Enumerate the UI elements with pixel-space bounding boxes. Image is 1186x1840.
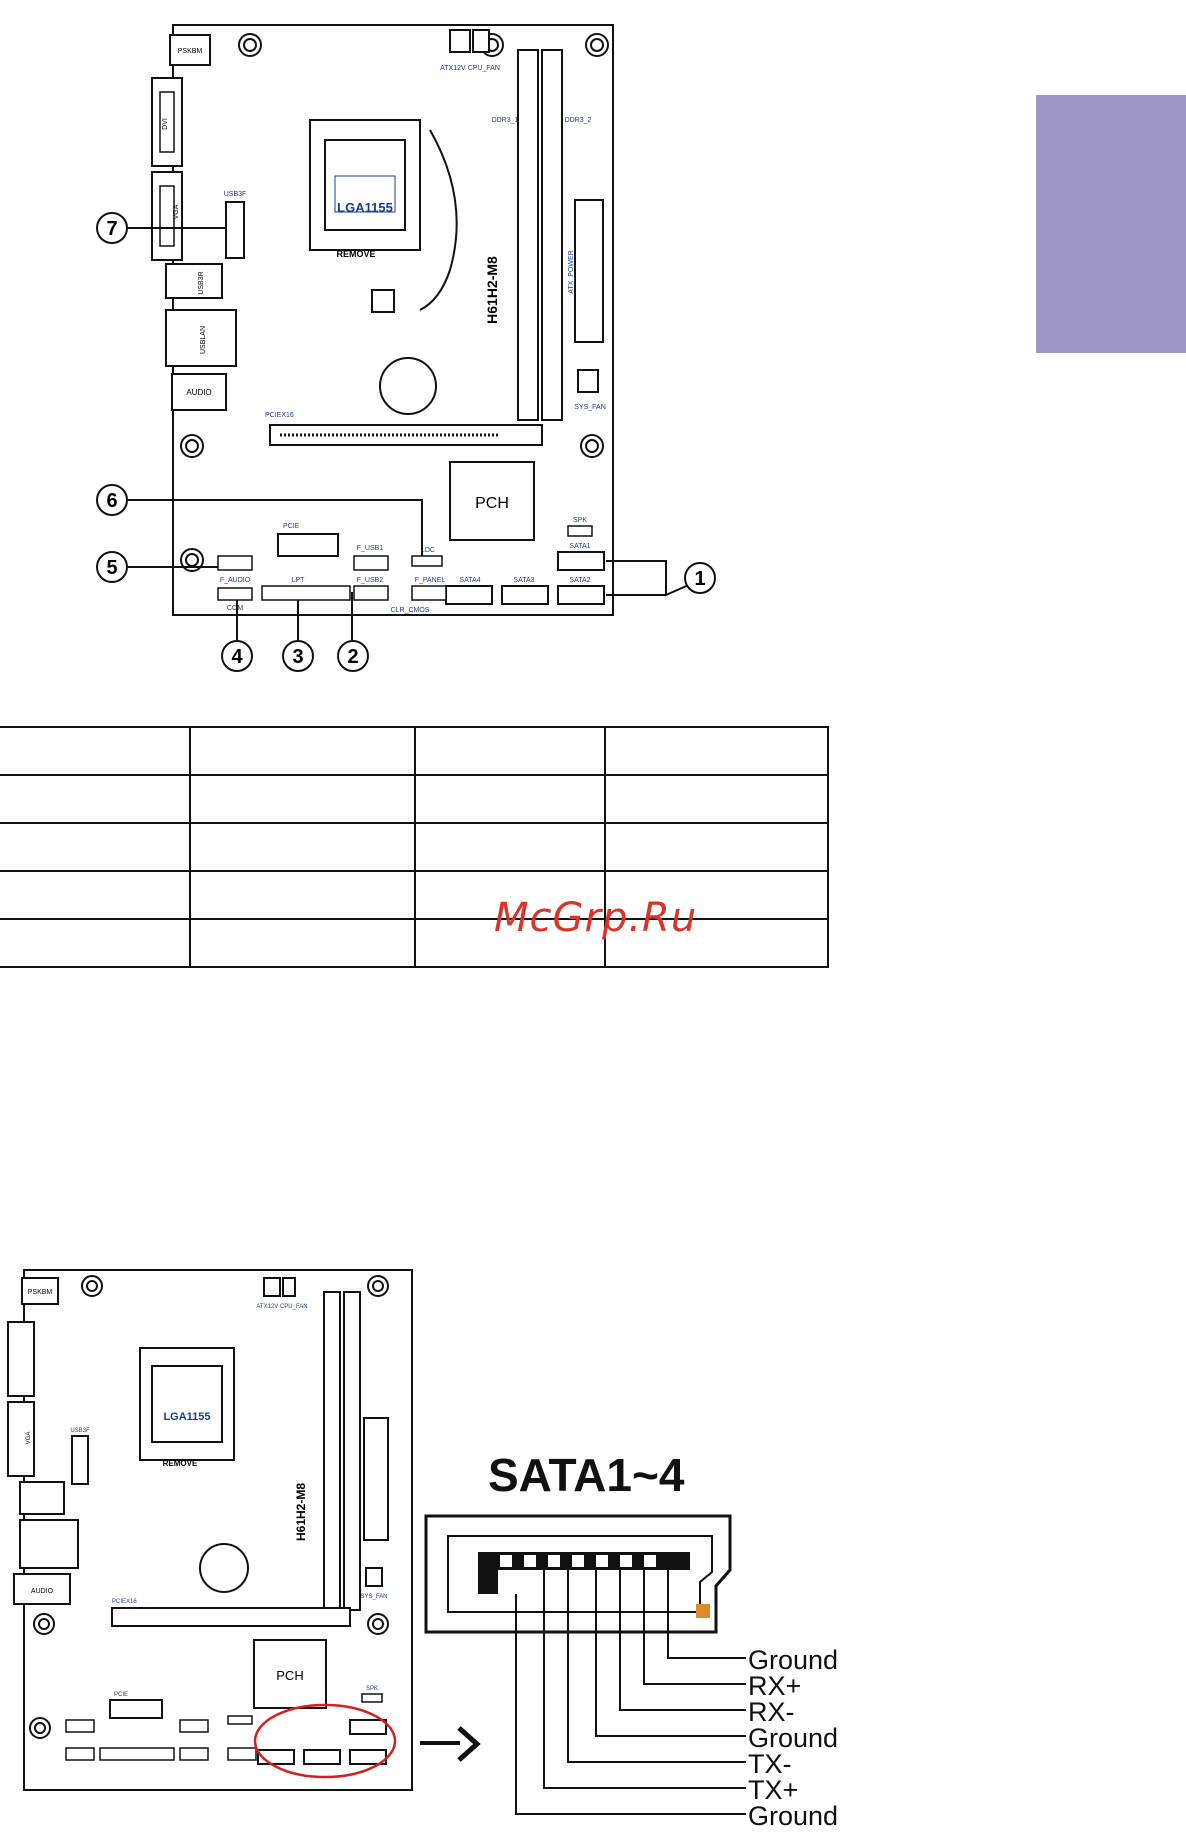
arrow-right-icon <box>457 1726 481 1762</box>
label-ps2: PSKBM <box>178 48 203 55</box>
svg-text:REMOVE: REMOVE <box>163 1459 198 1468</box>
label-atx12v: ATX12V CPU_FAN <box>440 65 500 72</box>
label-ddr3-1: DDR3_1 <box>492 117 519 124</box>
label-model: H61H2-M8 <box>484 256 500 324</box>
svg-text:H61H2-M8: H61H2-M8 <box>294 1483 308 1541</box>
callout-5: 5 <box>106 557 117 579</box>
callout-6: 6 <box>106 490 117 512</box>
label-sata2: SATA2 <box>569 577 590 584</box>
watermark-text: McGrp.Ru <box>494 895 698 941</box>
table-row <box>0 919 829 968</box>
label-socket: LGA1155 <box>337 200 393 215</box>
label-remove: REMOVE <box>336 249 375 259</box>
callout-7: 7 <box>106 218 117 240</box>
svg-text:AUDIO: AUDIO <box>31 1588 54 1595</box>
svg-text:SPK: SPK <box>366 1686 378 1692</box>
label-usb3r: USB3R <box>198 271 205 294</box>
pin-label-7: Ground <box>748 1801 839 1831</box>
sata-pinout-diagram <box>424 1514 746 1815</box>
pin-label-2: RX+ <box>748 1671 802 1701</box>
label-clr-cmos: CLR_CMOS <box>391 607 430 614</box>
label-sata1: SATA1 <box>569 543 590 550</box>
pin-label-1: Ground <box>748 1645 839 1675</box>
label-usblan: USBLAN <box>200 326 207 354</box>
label-spk: SPK <box>573 517 587 524</box>
label-vga: VGA <box>173 204 180 219</box>
svg-text:PCIE: PCIE <box>114 1692 128 1698</box>
table-row <box>0 823 829 872</box>
callout-4: 4 <box>231 646 243 668</box>
pin-label-4: Ground <box>748 1723 839 1753</box>
motherboard-diagram-bottom: PSKBM VGA AUDIO USB3F ATX12V CPU_FAN LGA… <box>7 1269 460 1791</box>
label-f-usb1: F_USB1 <box>357 545 384 552</box>
label-usb3f: USB3F <box>224 191 247 198</box>
table-row <box>0 871 829 920</box>
section-tab <box>1036 95 1186 353</box>
label-com: COM <box>227 605 244 612</box>
svg-text:LGA1155: LGA1155 <box>163 1411 210 1423</box>
label-ldc: LDC <box>421 547 435 554</box>
sata-title: SATA1~4 <box>488 1449 685 1501</box>
svg-text:ATX12V CPU_FAN: ATX12V CPU_FAN <box>256 1304 307 1310</box>
callout-3: 3 <box>292 646 303 668</box>
label-pciex16: PCIEX16 <box>265 412 294 419</box>
label-ddr3-2: DDR3_2 <box>565 117 592 124</box>
label-f-audio: F_AUDIO <box>220 577 251 584</box>
label-pcie: PCIE <box>283 523 300 530</box>
table-row <box>0 775 829 824</box>
svg-text:SYS_FAN: SYS_FAN <box>360 1594 387 1600</box>
motherboard-diagram-top: PSKBM DVI VGA USB3R USBLAN AUDIO USB3F A… <box>96 24 716 672</box>
callout-1: 1 <box>694 568 705 590</box>
label-dvi: DVI <box>162 118 169 130</box>
svg-text:USB3F: USB3F <box>70 1428 90 1434</box>
label-f-usb2: F_USB2 <box>357 577 384 584</box>
pin-label-3: RX- <box>748 1697 795 1727</box>
label-sata3: SATA3 <box>513 577 534 584</box>
sata-highlight <box>253 1703 397 1779</box>
table-row <box>0 726 829 776</box>
label-lpt: LPT <box>292 577 306 584</box>
label-f-panel: F_PANEL <box>415 577 446 584</box>
svg-text:VGA: VGA <box>26 1432 32 1445</box>
label-atx-power: ATX_POWER <box>568 250 575 293</box>
pin-label-6: TX+ <box>748 1775 799 1805</box>
svg-text:PCH: PCH <box>276 1668 303 1683</box>
pin-label-5: TX- <box>748 1749 792 1779</box>
callout-2: 2 <box>347 646 358 668</box>
label-sata4: SATA4 <box>459 577 480 584</box>
label-audio: AUDIO <box>186 388 211 397</box>
svg-text:PSKBM: PSKBM <box>28 1289 53 1296</box>
label-sys-fan: SYS_FAN <box>574 404 606 411</box>
spec-table <box>0 726 829 968</box>
svg-text:PCIEX16: PCIEX16 <box>112 1599 137 1605</box>
label-pch: PCH <box>475 495 509 512</box>
